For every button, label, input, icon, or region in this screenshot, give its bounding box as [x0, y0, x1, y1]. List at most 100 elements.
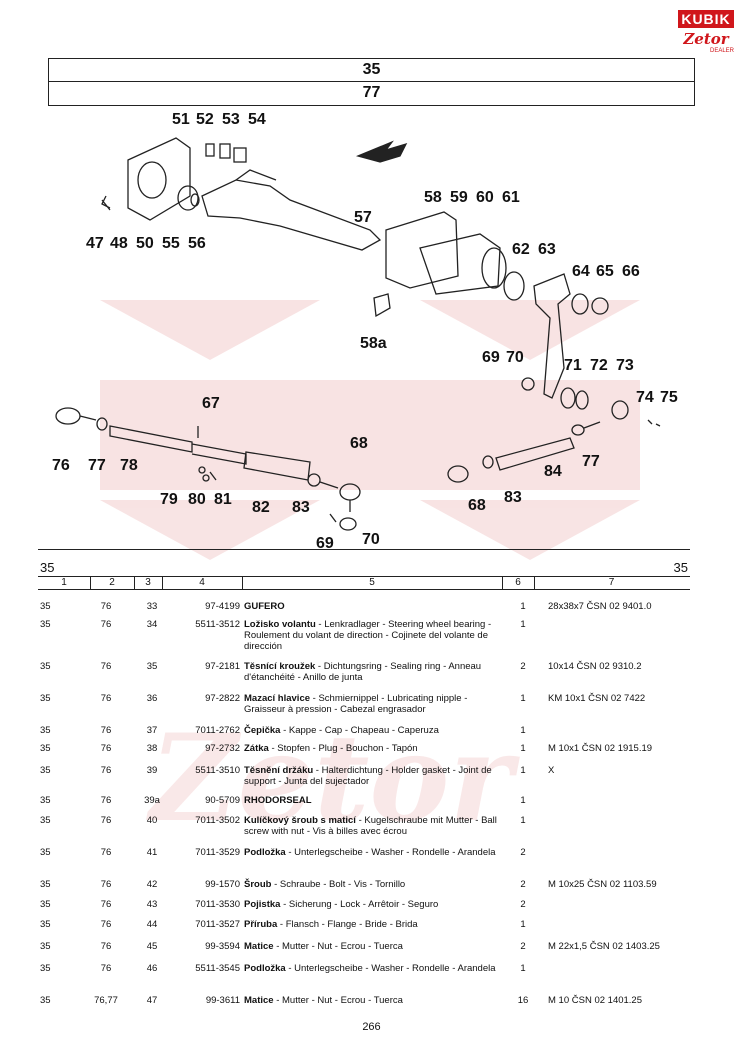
- callout-60: 60: [476, 189, 494, 206]
- kubik-logo: KUBIK Zetor DEALER: [678, 10, 734, 62]
- cell-group: 35: [40, 765, 51, 776]
- callout-70b: 70: [362, 531, 380, 548]
- callout-55: 55: [162, 235, 180, 252]
- cell-position: 36: [146, 693, 158, 704]
- cell-quantity: 2: [520, 661, 526, 672]
- cell-page: 76: [100, 693, 112, 704]
- cell-page: 76,77: [94, 995, 118, 1006]
- col-header-1: 1: [38, 577, 91, 589]
- part-name: Těsnění držáku: [244, 765, 314, 776]
- cell-quantity: 2: [520, 879, 526, 890]
- cell-position: 39: [146, 765, 158, 776]
- cell-group: 35: [40, 743, 51, 754]
- cell-note: M 10 ČSN 02 1401.25: [548, 995, 643, 1006]
- tie-rod-left: [109, 425, 193, 453]
- cell-note: 28x38x7 ČSN 02 9401.0: [548, 601, 652, 612]
- cell-position: 47: [146, 995, 158, 1006]
- ball-joint-right: [447, 465, 469, 483]
- callout-50: 50: [136, 235, 154, 252]
- cell-position: 39a: [144, 795, 160, 806]
- cell-position: 33: [146, 601, 158, 612]
- callout-72: 72: [590, 357, 608, 374]
- cell-position: 38: [146, 743, 158, 754]
- cell-description: Podložka - Unterlegscheibe - Washer - Ro…: [244, 847, 506, 858]
- cell-page: 76: [100, 743, 112, 754]
- cell-page: 76: [100, 815, 112, 826]
- cell-page: 76: [100, 919, 112, 930]
- steering-shaft: [201, 179, 382, 251]
- cell-part-number: 7011-2762: [195, 725, 240, 736]
- cell-group: 35: [40, 899, 51, 910]
- cell-quantity: 1: [520, 919, 526, 930]
- callout-73: 73: [616, 357, 634, 374]
- part-name: GUFERO: [244, 601, 285, 612]
- cell-group: 35: [40, 661, 51, 672]
- corner-left: 35: [40, 560, 55, 575]
- cell-quantity: 1: [520, 693, 526, 704]
- cell-description: Pojistka - Sicherung - Lock - Arrêtoir -…: [244, 899, 506, 910]
- cell-page: 76: [100, 899, 112, 910]
- part-name: Čepička: [244, 725, 281, 736]
- cell-group: 35: [40, 725, 51, 736]
- callout-83: 83: [292, 499, 310, 516]
- cell-position: 44: [146, 919, 158, 930]
- cell-description: Příruba - Flansch - Flange - Bride - Bri…: [244, 919, 506, 930]
- group-number: 35: [362, 61, 381, 78]
- cell-position: 46: [146, 963, 158, 974]
- callout-83b: 83: [504, 489, 522, 506]
- callout-69: 69: [482, 349, 500, 366]
- callout-52: 52: [196, 111, 214, 128]
- cell-part-number: 97-2732: [205, 743, 240, 754]
- cell-part-number: 5511-3510: [195, 765, 240, 776]
- cell-page: 76: [100, 963, 112, 974]
- part-name: Matice: [244, 995, 274, 1006]
- cell-description: Matice - Mutter - Nut - Ecrou - Tuerca: [244, 941, 506, 952]
- flange-left: [127, 137, 191, 221]
- parts-diagram: 51 52 53 54 47 48 50 55 56 57 58 59 60 6…: [40, 108, 700, 552]
- callout-64: 64: [572, 263, 590, 280]
- callout-81: 81: [214, 491, 232, 508]
- cell-part-number: 5511-3545: [195, 963, 240, 974]
- callout-67: 67: [202, 395, 220, 412]
- cell-group: 35: [40, 795, 51, 806]
- callout-70: 70: [506, 349, 524, 366]
- callout-69b: 69: [316, 535, 334, 548]
- cell-group: 35: [40, 847, 51, 858]
- cell-page: 76: [100, 879, 112, 890]
- cell-part-number: 7011-3529: [195, 847, 240, 858]
- cell-description: Šroub - Schraube - Bolt - Vis - Tornillo: [244, 879, 506, 890]
- part-translations: - Schraube - Bolt - Vis - Tornillo: [271, 879, 406, 890]
- cell-position: 34: [146, 619, 158, 630]
- callout-68: 68: [350, 435, 368, 452]
- cell-description: Matice - Mutter - Nut - Ecrou - Tuerca: [244, 995, 506, 1006]
- col-header-5: 5: [242, 577, 503, 589]
- ball-joint-left: [55, 407, 81, 425]
- cell-page: 76: [100, 765, 112, 776]
- part-name: Matice: [244, 941, 274, 952]
- cell-description: Těsnící kroužek - Dichtungsring - Sealin…: [244, 661, 506, 683]
- cell-part-number: 7011-3502: [195, 815, 240, 826]
- cell-note: M 22x1,5 ČSN 02 1403.25: [548, 941, 660, 952]
- callout-82: 82: [252, 499, 270, 516]
- callout-77: 77: [88, 457, 106, 474]
- cell-page: 76: [100, 941, 112, 952]
- col-header-4: 4: [162, 577, 243, 589]
- callout-47: 47: [86, 235, 104, 252]
- part-name: Podložka: [244, 847, 286, 858]
- page-ref: 77: [49, 81, 694, 104]
- tie-rod-right: [495, 437, 575, 471]
- steering-arm: [533, 273, 571, 399]
- cell-group: 35: [40, 995, 51, 1006]
- part-translations: - Mutter - Nut - Ecrou - Tuerca: [273, 995, 403, 1006]
- title-box: 35 77: [48, 58, 695, 106]
- cell-quantity: 1: [520, 601, 526, 612]
- column-headers: 1 2 3 4 5 6 7: [38, 576, 690, 590]
- cell-position: 40: [146, 815, 158, 826]
- cell-part-number: 99-1570: [205, 879, 240, 890]
- callout-54: 54: [248, 111, 266, 128]
- part-translations: - Unterlegscheibe - Washer - Rondelle - …: [285, 963, 496, 974]
- logo-brand: KUBIK: [678, 10, 734, 28]
- callout-61: 61: [502, 189, 520, 206]
- part-translations: - Schmiernippel - Lubricating nipple - G…: [244, 693, 468, 715]
